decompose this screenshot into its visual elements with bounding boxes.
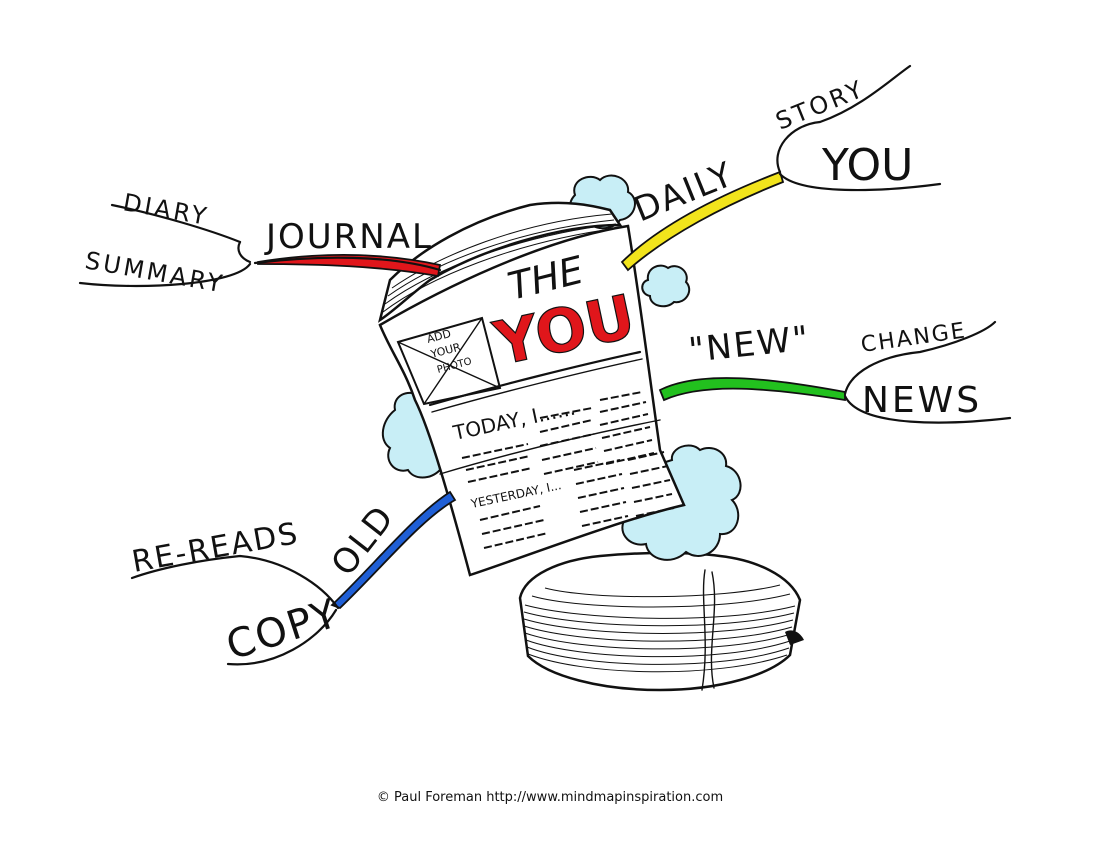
sub-label-re-reads: RE-READS <box>129 516 302 580</box>
newspaper-stack-illustration <box>518 551 804 692</box>
sub-label-you: YOU <box>821 140 913 191</box>
cloud-right-small <box>641 264 691 308</box>
branch-new: "NEW" CHANGE NEWS <box>658 318 1012 424</box>
sub-label-news: NEWS <box>862 380 982 421</box>
central-newspaper: ADD YOUR PHOTO THE YOU TODAY, I...... YE… <box>378 201 686 577</box>
add-photo-box: ADD YOUR PHOTO <box>396 316 502 406</box>
branch-daily: DAILY STORY YOU <box>620 64 942 272</box>
copyright-credit: © Paul Foreman http://www.mindmapinspira… <box>376 790 724 805</box>
branch-label-journal: JOURNAL <box>264 217 433 257</box>
sub-label-summary: SUMMARY <box>83 246 227 298</box>
branch-old: OLD RE-READS COPY <box>129 490 457 670</box>
branch-label-old: OLD <box>324 498 403 584</box>
branch-journal: JOURNAL DIARY SUMMARY <box>78 188 442 298</box>
branch-label-new: "NEW" <box>687 318 812 371</box>
photo-label-add: ADD <box>425 327 452 346</box>
sub-label-copy: COPY <box>221 590 345 669</box>
junction-journal <box>237 240 252 264</box>
sub-label-diary: DIARY <box>121 188 211 231</box>
sub-label-story: STORY <box>772 75 869 136</box>
